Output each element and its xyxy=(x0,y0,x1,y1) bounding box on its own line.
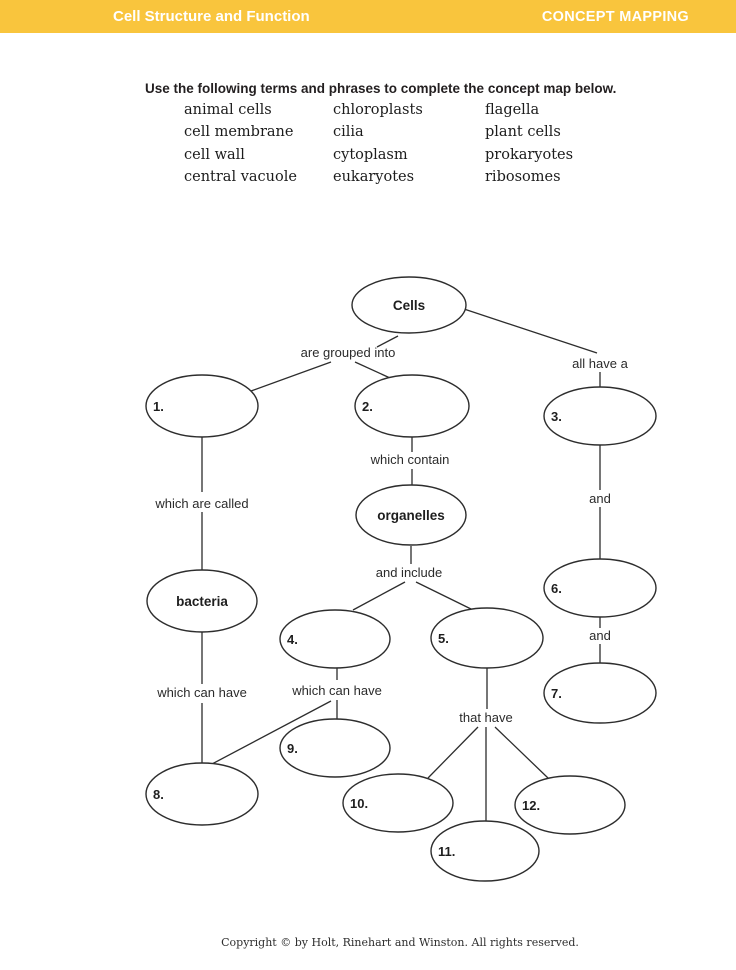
word-bank-term: prokaryotes xyxy=(485,146,574,163)
blank-number-4: 4. xyxy=(287,632,298,647)
blank-ellipse-12[interactable] xyxy=(514,775,626,835)
connector-line xyxy=(494,726,549,779)
blank-ellipse-7[interactable] xyxy=(543,662,657,724)
word-bank-term: cilia xyxy=(333,124,364,141)
connector-label-are-grouped-into: are grouped into xyxy=(301,345,396,360)
word-bank-term: animal cells xyxy=(184,102,272,118)
connector-label-which-are-called: which are called xyxy=(154,496,248,511)
connector-line xyxy=(415,581,472,610)
blank-ellipse-1[interactable] xyxy=(145,374,259,438)
blank-ellipse-4[interactable] xyxy=(279,609,391,669)
connector-line xyxy=(250,361,332,392)
connector-label-and-2: and xyxy=(589,628,611,643)
word-bank-term: central vacuole xyxy=(184,169,297,186)
blank-ellipse-11[interactable] xyxy=(430,820,540,882)
node-label-organelles: organelles xyxy=(377,508,445,523)
blank-number-12: 12. xyxy=(522,798,540,813)
node-label-cells: Cells xyxy=(393,298,425,313)
blank-ellipse-5[interactable] xyxy=(430,607,544,669)
section-title: CONCEPT MAPPING xyxy=(541,9,689,25)
blank-ellipse-3[interactable] xyxy=(543,386,657,446)
header-bar: Cell Structure and Function CONCEPT MAPP… xyxy=(0,0,736,33)
connector-label-which-contain: which contain xyxy=(370,452,450,467)
word-bank-term: chloroplasts xyxy=(333,102,423,118)
word-bank-column-1: animal cells cell membrane cell wall cen… xyxy=(184,99,297,189)
connector-lines xyxy=(201,308,601,822)
blank-ellipse-6[interactable] xyxy=(543,558,657,618)
connector-label-which-can-have-right: which can have xyxy=(291,683,382,698)
blank-ellipse-10[interactable] xyxy=(342,773,454,833)
blank-ellipse-9[interactable] xyxy=(279,718,391,778)
word-bank-term: ribosomes xyxy=(485,169,561,186)
connector-line xyxy=(352,581,406,611)
page-title: Cell Structure and Function xyxy=(113,8,310,25)
connector-label-and-1: and xyxy=(589,491,611,506)
node-ellipse-bacteria xyxy=(146,569,258,633)
blank-number-7: 7. xyxy=(551,686,562,701)
blank-number-10: 10. xyxy=(350,796,368,811)
connector-line xyxy=(463,308,598,354)
word-bank-term: cell wall xyxy=(184,146,245,163)
blank-number-11: 11. xyxy=(438,844,455,859)
blank-number-1: 1. xyxy=(153,399,164,414)
node-ellipse-cells xyxy=(351,276,467,334)
connector-label-that-have: that have xyxy=(459,710,513,725)
blank-number-3: 3. xyxy=(551,409,562,424)
word-bank-term: plant cells xyxy=(485,124,561,141)
blank-ellipse-8[interactable] xyxy=(145,762,259,826)
blank-number-6: 6. xyxy=(551,581,562,596)
instruction-text: Use the following terms and phrases to c… xyxy=(145,81,617,96)
word-bank-term: cytoplasm xyxy=(333,146,408,163)
word-bank-column-3: flagella plant cells prokaryotes ribosom… xyxy=(485,99,573,189)
blank-number-9: 9. xyxy=(287,741,298,756)
word-bank-term: flagella xyxy=(485,102,540,118)
connector-line xyxy=(211,700,332,765)
connector-label-which-can-have-left: which can have xyxy=(156,685,247,700)
blank-number-8: 8. xyxy=(153,787,164,802)
connector-line xyxy=(427,726,479,779)
copyright-notice: Copyright © by Holt, Rinehart and Winsto… xyxy=(221,936,579,949)
connector-label-and-include: and include xyxy=(376,565,443,580)
node-label-bacteria: bacteria xyxy=(176,594,228,609)
connector-line xyxy=(354,361,391,379)
blank-number-2: 2. xyxy=(362,399,373,414)
connector-line xyxy=(376,335,399,348)
word-bank-column-2: chloroplasts cilia cytoplasm eukaryotes xyxy=(333,99,423,189)
connector-label-all-have-a: all have a xyxy=(572,356,628,371)
word-bank-term: eukaryotes xyxy=(333,169,415,186)
blank-number-5: 5. xyxy=(438,631,449,646)
node-ellipse-organelles xyxy=(355,484,467,546)
word-bank-term: cell membrane xyxy=(184,124,294,141)
blank-ellipse-2[interactable] xyxy=(354,374,470,438)
